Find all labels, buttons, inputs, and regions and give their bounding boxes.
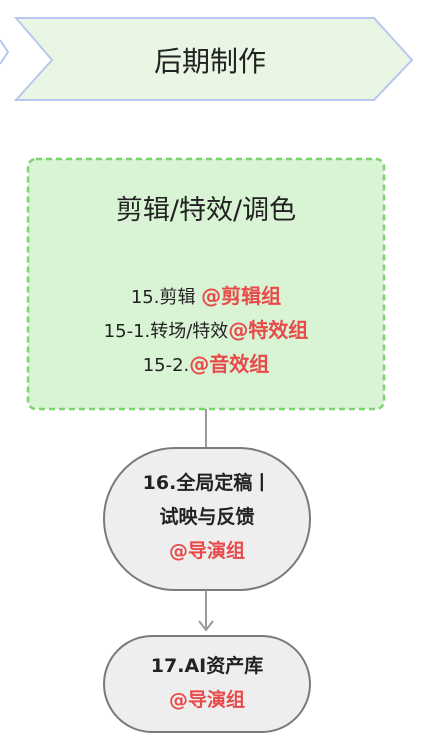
banner-title: 后期制作 [153, 45, 266, 78]
group-line-2-text: 15-1.转场/特效 [103, 321, 229, 342]
node-2-shape [103, 635, 311, 733]
group-line-1: 15.剪辑 @剪辑组 [28, 285, 384, 309]
node-2-text: 17.AI资产库 @导演组 [104, 649, 310, 717]
node-1-tag: @导演组 [168, 540, 245, 562]
node-1-line-2: 试映与反馈 [159, 506, 255, 528]
banner-left-fragment [0, 39, 10, 65]
arrow-head-icon [198, 620, 214, 632]
group-line-3-text: 15-2. [142, 355, 190, 376]
group-line-1-text: 15.剪辑 [130, 287, 202, 308]
group-title: 剪辑/特效/调色 [115, 195, 297, 226]
node-2-line-1: 17.AI资产库 [150, 655, 264, 677]
group-line-2: 15-1.转场/特效@特效组 [28, 319, 384, 343]
group-line-3-tag: @音效组 [189, 352, 270, 376]
group-line-1-tag: @剪辑组 [201, 284, 282, 308]
node-1-text: 16.全局定稿丨 试映与反馈 @导演组 [104, 466, 310, 568]
banner-chevron [13, 17, 414, 101]
group-line-2-tag: @特效组 [228, 318, 309, 342]
group-box [26, 157, 386, 411]
node-1-line-1: 16.全局定稿丨 [142, 472, 272, 494]
node-2-tag: @导演组 [168, 689, 245, 711]
group-line-3: 15-2.@音效组 [28, 353, 384, 377]
